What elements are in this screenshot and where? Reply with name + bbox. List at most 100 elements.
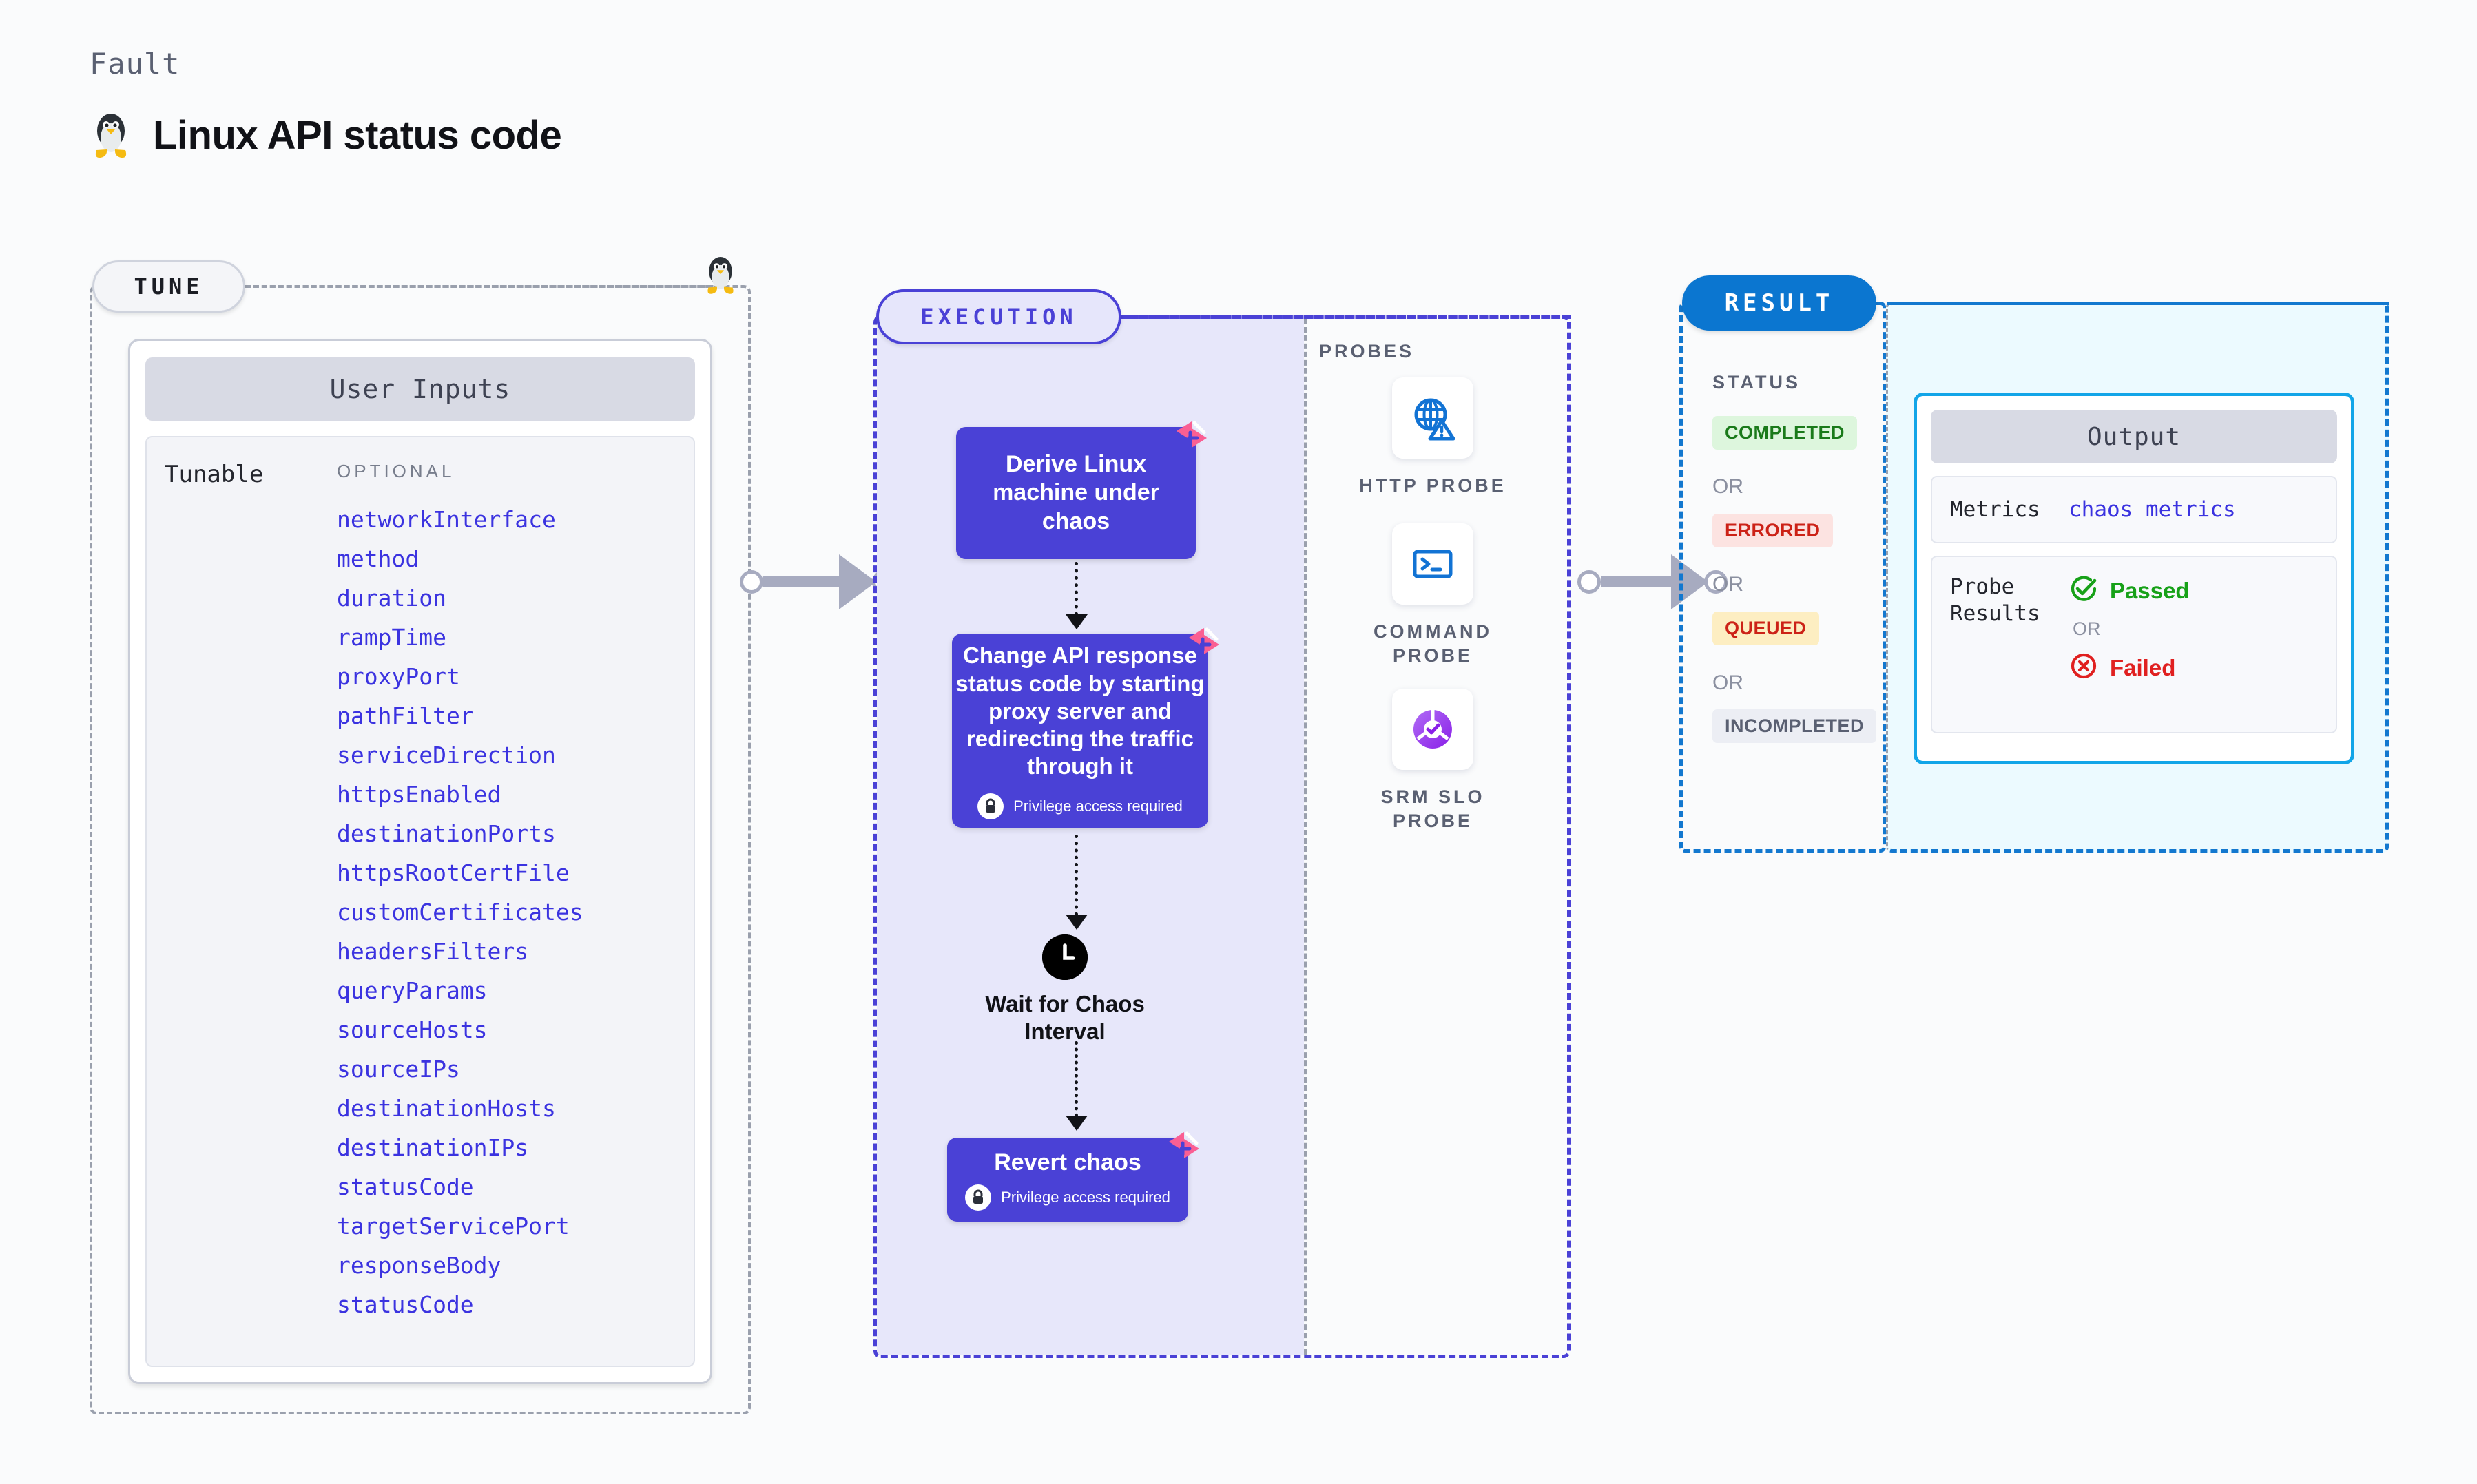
- wait-node-label: Wait for Chaos Interval: [985, 991, 1145, 1045]
- probes-divider: [1304, 319, 1307, 1355]
- probe-results-label: Probe Results: [1950, 574, 2040, 626]
- connector-start-dot: [740, 570, 763, 594]
- param-item[interactable]: sourceHosts: [337, 1016, 488, 1043]
- flow-arrow-line: [1075, 835, 1078, 916]
- step-label: Revert chaos: [994, 1149, 1141, 1176]
- param-item[interactable]: destinationPorts: [337, 820, 556, 847]
- flow-arrow-head: [1066, 915, 1088, 930]
- probe-command[interactable]: COMMAND PROBE: [1354, 523, 1512, 668]
- page-title: Linux API status code: [153, 112, 562, 158]
- chaos-marker-icon: [1166, 1128, 1202, 1170]
- execution-step-revert-chaos[interactable]: Revert chaos Privilege access required: [947, 1131, 1199, 1222]
- execution-stage-pill[interactable]: EXECUTION: [876, 289, 1121, 344]
- output-probe-results-row: Probe Results Passed OR: [1931, 556, 2337, 733]
- probe-label: COMMAND PROBE: [1374, 621, 1492, 667]
- linux-tux-icon: [703, 253, 738, 300]
- connector-bar: [1601, 576, 1672, 587]
- result-connector-line: [1876, 302, 2389, 305]
- tune-region: [90, 285, 751, 1414]
- param-item[interactable]: queryParams: [337, 977, 488, 1004]
- probe-srm-slo[interactable]: SRM SLO PROBE: [1354, 689, 1512, 833]
- user-inputs-title: User Inputs: [145, 357, 695, 421]
- output-title: Output: [1931, 410, 2337, 463]
- param-item[interactable]: statusCode: [337, 1291, 474, 1318]
- step-label: Change API response status code by start…: [955, 642, 1205, 780]
- output-metrics-row: Metrics chaos metrics: [1931, 476, 2337, 543]
- param-item[interactable]: destinationIPs: [337, 1134, 529, 1161]
- probe-result-passed: Passed: [2069, 574, 2190, 607]
- status-badge-incompleted: INCOMPLETED: [1712, 709, 1877, 743]
- linux-tux-icon: [90, 110, 132, 160]
- connector-end-dot: [1704, 570, 1728, 594]
- status-badge-completed: COMPLETED: [1712, 416, 1858, 450]
- param-item[interactable]: statusCode: [337, 1173, 474, 1200]
- param-item[interactable]: duration: [337, 585, 446, 612]
- metrics-value-link[interactable]: chaos metrics: [2069, 497, 2236, 522]
- param-item[interactable]: proxyPort: [337, 663, 460, 690]
- param-item[interactable]: targetServicePort: [337, 1213, 570, 1240]
- param-item[interactable]: serviceDirection: [337, 742, 556, 769]
- privilege-label: Privilege access required: [1013, 797, 1183, 815]
- param-item[interactable]: headersFilters: [337, 938, 529, 965]
- tune-stage-pill[interactable]: TUNE: [92, 260, 245, 313]
- param-item[interactable]: sourceIPs: [337, 1056, 460, 1083]
- execution-step-derive-machine[interactable]: Derive Linux machine under chaos: [956, 421, 1207, 559]
- flow-arrow-line: [1075, 1041, 1078, 1117]
- failed-label: Failed: [2110, 654, 2176, 680]
- chaos-marker-icon: [1174, 417, 1210, 459]
- metrics-label: Metrics: [1950, 497, 2040, 522]
- probe-results-values: Passed OR Failed: [2069, 574, 2190, 684]
- probe-label: HTTP PROBE: [1359, 475, 1506, 496]
- fault-eyebrow: Fault: [90, 47, 180, 81]
- or-separator: OR: [1712, 475, 1743, 498]
- page-title-row: Linux API status code: [90, 110, 562, 160]
- optional-label: OPTIONAL: [337, 461, 455, 481]
- passed-label: Passed: [2110, 577, 2190, 603]
- probe-label: SRM SLO PROBE: [1380, 786, 1485, 832]
- flow-arrow-head: [1066, 1116, 1088, 1131]
- privilege-label: Privilege access required: [1001, 1188, 1170, 1206]
- check-circle-icon: [2069, 574, 2099, 607]
- param-item[interactable]: customCertificates: [337, 899, 583, 926]
- connector-arrowhead: [839, 554, 876, 609]
- param-item[interactable]: destinationHosts: [337, 1095, 556, 1122]
- tunable-params-body: Tunable OPTIONAL networkInterface method…: [145, 436, 695, 1367]
- status-badge-queued: QUEUED: [1712, 612, 1819, 645]
- param-list: OPTIONAL networkInterface method duratio…: [337, 461, 676, 1352]
- user-inputs-card: User Inputs Tunable OPTIONAL networkInte…: [128, 339, 712, 1384]
- param-item[interactable]: rampTime: [337, 624, 446, 651]
- flow-arrow-head: [1066, 614, 1088, 629]
- param-item[interactable]: httpsEnabled: [337, 781, 501, 808]
- param-item[interactable]: method: [337, 545, 419, 572]
- result-stage-pill[interactable]: RESULT: [1682, 275, 1876, 331]
- or-separator: OR: [1712, 671, 1743, 694]
- probe-http[interactable]: HTTP PROBE: [1354, 377, 1512, 498]
- connector-bar: [763, 576, 840, 587]
- privilege-badge: Privilege access required: [977, 793, 1183, 819]
- execution-step-change-status-code[interactable]: Change API response status code by start…: [952, 627, 1219, 828]
- status-title: STATUS: [1712, 372, 1801, 393]
- chaos-marker-icon: [1186, 624, 1222, 665]
- execution-to-result-connector: [1577, 554, 1728, 609]
- param-item[interactable]: pathFilter: [337, 702, 474, 729]
- param-item[interactable]: responseBody: [337, 1252, 501, 1279]
- tunable-label: Tunable: [165, 461, 264, 488]
- lock-icon: [977, 793, 1004, 819]
- privilege-badge: Privilege access required: [965, 1184, 1170, 1211]
- flow-arrow-line: [1075, 562, 1078, 616]
- globe-alert-icon: [1392, 377, 1473, 459]
- or-separator: OR: [1712, 573, 1743, 596]
- param-item[interactable]: networkInterface: [337, 506, 556, 533]
- clock-icon: [1042, 934, 1088, 980]
- tune-to-execution-connector: [740, 554, 895, 609]
- connector-start-dot: [1577, 570, 1601, 594]
- execution-region: [873, 315, 1571, 1358]
- param-item[interactable]: httpsRootCertFile: [337, 859, 570, 886]
- x-circle-icon: [2069, 651, 2099, 684]
- probes-title: PROBES: [1319, 341, 1415, 362]
- terminal-icon: [1392, 523, 1473, 605]
- or-separator: OR: [2073, 618, 2101, 639]
- probe-result-failed: Failed: [2069, 651, 2190, 684]
- step-label: Derive Linux machine under chaos: [993, 450, 1159, 534]
